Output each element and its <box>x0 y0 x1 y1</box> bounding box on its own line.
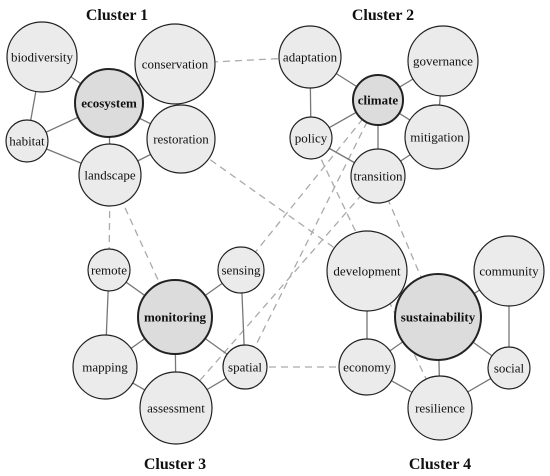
node-remote: remote <box>87 248 131 292</box>
node-label-sustainability: sustainability <box>401 310 476 325</box>
node-circle-development <box>326 230 408 312</box>
node-mitigation: mitigation <box>404 104 470 170</box>
cluster-title-3: Cluster 3 <box>144 456 206 473</box>
node-circle-conservation <box>134 23 216 105</box>
node-label-resilience: resilience <box>415 401 465 416</box>
node-circle-restoration <box>146 104 216 174</box>
node-landscape: landscape <box>78 143 142 207</box>
node-label-mapping: mapping <box>82 360 128 375</box>
node-habitat: habitat <box>5 119 49 163</box>
node-label-monitoring: monitoring <box>144 310 207 325</box>
link-transition-assessment <box>175 175 379 409</box>
node-label-adaptation: adaptation <box>283 50 338 65</box>
node-economy: economy <box>338 338 396 396</box>
node-circle-monitoring <box>137 279 213 355</box>
cluster-title-2: Cluster 2 <box>352 7 414 24</box>
node-label-assessment: assessment <box>147 401 205 416</box>
node-circle-mitigation <box>404 104 470 170</box>
node-circle-governance <box>407 25 479 97</box>
node-monitoring: monitoring <box>137 279 213 355</box>
node-label-landscape: landscape <box>84 168 135 183</box>
node-circle-climate <box>352 74 404 126</box>
node-circle-habitat <box>5 119 49 163</box>
node-spatial: spatial <box>222 344 268 390</box>
node-adaptation: adaptation <box>278 25 342 89</box>
node-label-biodiversity: biodiversity <box>11 50 74 65</box>
cluster-title-4: Cluster 4 <box>409 456 471 473</box>
node-circle-transition <box>350 148 406 204</box>
link-climate-spatial <box>244 99 379 368</box>
node-circle-sensing <box>217 246 265 294</box>
node-label-remote: remote <box>91 263 127 278</box>
cluster-title-1: Cluster 1 <box>86 7 148 24</box>
node-biodiversity: biodiversity <box>6 21 78 93</box>
node-circle-resilience <box>407 375 473 441</box>
node-circle-landscape <box>78 143 142 207</box>
node-restoration: restoration <box>146 104 216 174</box>
node-sensing: sensing <box>217 246 265 294</box>
node-circle-remote <box>87 248 131 292</box>
link-climate-sensing <box>240 99 379 271</box>
node-circle-spatial <box>222 344 268 390</box>
node-circle-adaptation <box>278 25 342 89</box>
node-ecosystem: ecosystem <box>74 68 144 138</box>
node-sustainability: sustainability <box>394 273 482 361</box>
node-community: community <box>473 235 545 307</box>
node-label-sensing: sensing <box>222 263 262 278</box>
node-label-habitat: habitat <box>9 134 45 149</box>
node-circle-ecosystem <box>74 68 144 138</box>
node-governance: governance <box>407 25 479 97</box>
node-label-climate: climate <box>358 93 399 108</box>
node-circle-biodiversity <box>6 21 78 93</box>
node-assessment: assessment <box>139 371 213 445</box>
node-circle-social <box>487 346 531 390</box>
node-label-mitigation: mitigation <box>410 130 464 145</box>
node-circle-mapping <box>72 334 138 400</box>
node-circle-policy <box>289 116 333 160</box>
node-circle-economy <box>338 338 396 396</box>
node-circle-assessment <box>139 371 213 445</box>
node-circle-sustainability <box>394 273 482 361</box>
node-mapping: mapping <box>72 334 138 400</box>
node-label-policy: policy <box>295 131 328 146</box>
node-resilience: resilience <box>407 375 473 441</box>
node-conservation: conservation <box>134 23 216 105</box>
node-development: development <box>326 230 408 312</box>
node-label-social: social <box>494 361 525 376</box>
node-label-transition: transition <box>353 169 403 184</box>
node-label-spatial: spatial <box>228 360 262 375</box>
node-label-economy: economy <box>343 360 391 375</box>
node-label-ecosystem: ecosystem <box>81 96 137 111</box>
node-label-conservation: conservation <box>142 57 209 72</box>
node-label-restoration: restoration <box>153 132 209 147</box>
node-social: social <box>487 346 531 390</box>
node-label-development: development <box>333 264 401 279</box>
node-label-governance: governance <box>413 54 473 69</box>
node-policy: policy <box>289 116 333 160</box>
node-transition: transition <box>350 148 406 204</box>
link-restoration-development <box>180 138 368 272</box>
node-label-community: community <box>479 264 539 279</box>
node-climate: climate <box>352 74 404 126</box>
keyword-nodes: biodiversity conservation ecosystem habitat… <box>5 21 545 445</box>
node-circle-community <box>473 235 545 307</box>
